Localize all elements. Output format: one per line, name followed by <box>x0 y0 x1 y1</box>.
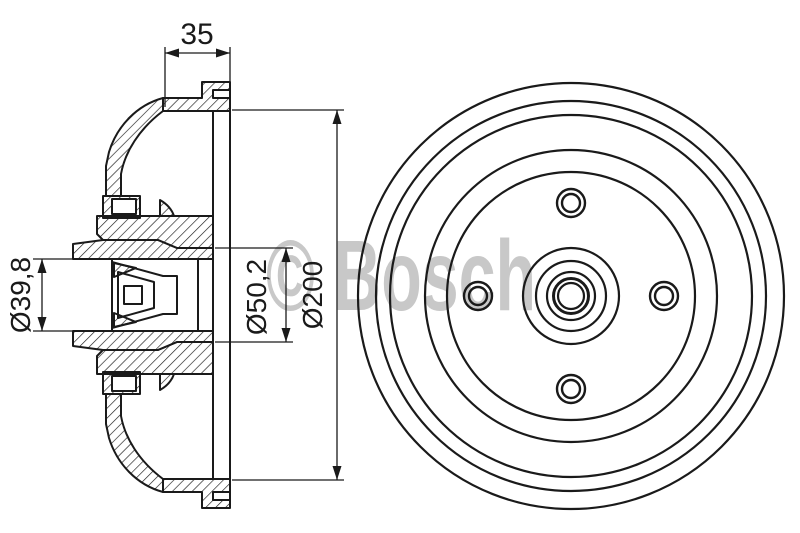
dim-pilot-50-2-label: Ø50,2 <box>241 259 272 335</box>
bolt-hole-outer <box>462 280 494 312</box>
bolt-hole-inner <box>467 285 489 307</box>
bosch-watermark: © Bosch <box>266 220 536 332</box>
hub-circle-2 <box>534 259 608 333</box>
bolt-hole-inner <box>560 378 582 400</box>
hub-circle-1 <box>521 246 621 346</box>
face-circle-2 <box>445 170 697 422</box>
dim-outer-200-arrowhead <box>332 110 342 124</box>
section-hatched-region-0 <box>162 81 231 112</box>
dim-bore-39-8-arrowhead <box>37 317 47 331</box>
dim-pilot-50-2-arrowhead <box>281 328 291 342</box>
face-circle-1 <box>423 148 719 444</box>
dim-outer-200-arrowhead <box>332 466 342 480</box>
section-hatched-region-11 <box>159 373 175 391</box>
dim-width-35-arrowhead <box>216 48 230 58</box>
front-view-drum-face <box>356 81 786 511</box>
section-hatched-region-9 <box>72 330 214 351</box>
bolt-hole-outer <box>555 373 587 405</box>
section-hatched-region-2 <box>105 97 164 197</box>
outer-rim-circle-1 <box>356 81 786 511</box>
hub-circle-3 <box>545 270 597 322</box>
bolt-hole-outer <box>648 280 680 312</box>
section-hatched-region-3 <box>105 393 164 493</box>
section-hatched-region-8 <box>72 239 214 260</box>
bore-ring-inner <box>556 281 586 311</box>
dim-width-35-arrowhead <box>165 48 179 58</box>
dim-pilot-50-2: Ø50,2 <box>215 247 293 343</box>
section-outline-4 <box>111 261 178 329</box>
bolt-hole-inner <box>560 192 582 214</box>
dim-width-35-label: 35 <box>180 18 213 51</box>
bore-ring-outer <box>552 277 590 315</box>
outer-rim-circle-3 <box>388 113 754 479</box>
dim-width-35: 35 <box>164 18 231 107</box>
dim-pilot-50-2-arrowhead <box>281 248 291 262</box>
dim-bore-39-8-label: Ø39,8 <box>5 257 36 333</box>
section-outline-5 <box>117 271 155 319</box>
dim-outer-200: Ø200 <box>232 109 344 481</box>
dim-bore-39-8-arrowhead <box>37 259 47 273</box>
dim-outer-200-label: Ø200 <box>297 261 328 330</box>
dim-bore-39-8: Ø39,8 <box>5 257 73 333</box>
section-hatched-region-10 <box>159 199 175 217</box>
bolt-hole-outer <box>555 187 587 219</box>
section-hatched-region-5 <box>102 371 141 395</box>
bolt-hole-inner <box>653 285 675 307</box>
section-hatched-region-1 <box>162 478 231 509</box>
section-outline-6 <box>123 285 143 305</box>
section-hatched-region-4 <box>102 195 141 219</box>
outer-rim-circle-2 <box>374 99 768 493</box>
